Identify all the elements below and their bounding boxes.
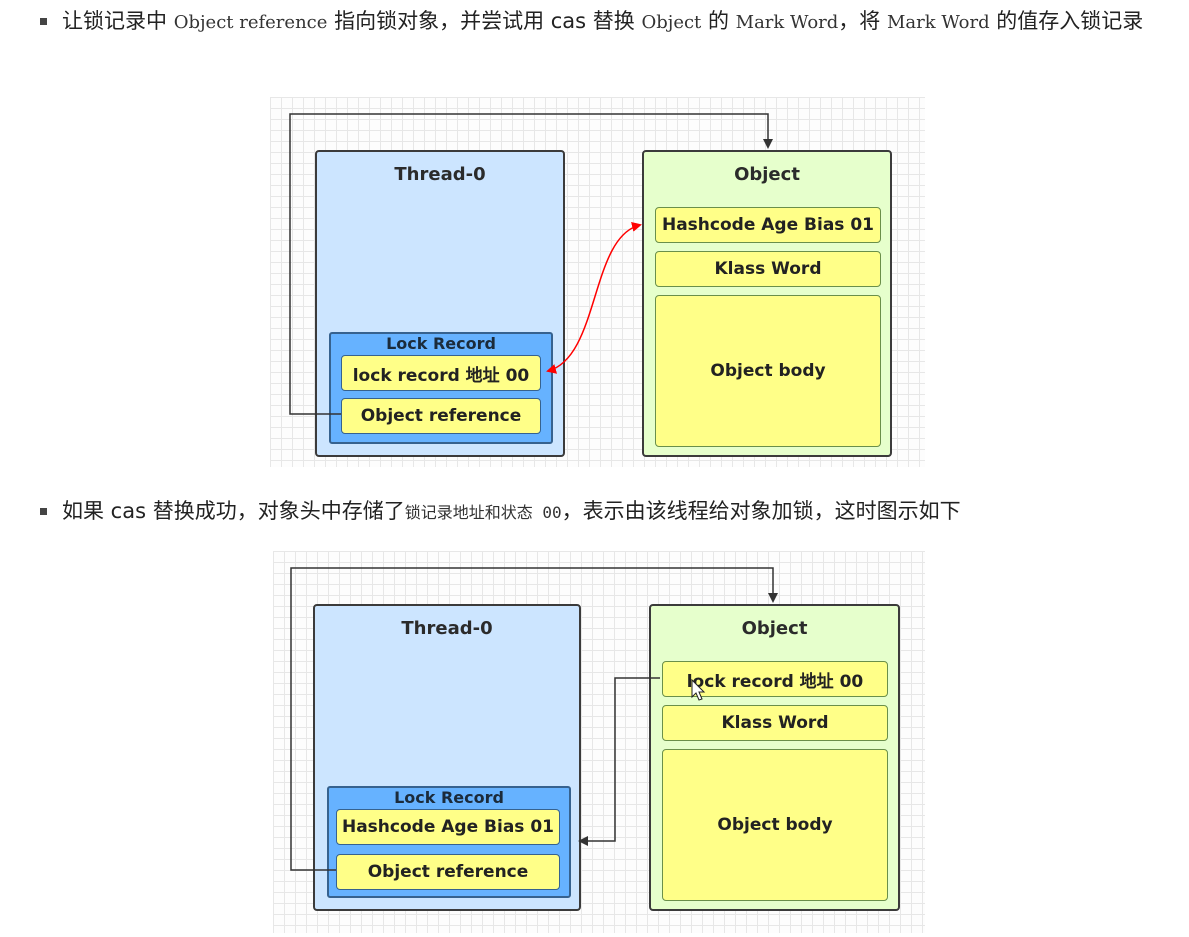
object-body-cell: Object body	[655, 295, 881, 447]
object-title: Object	[741, 618, 808, 639]
term-object: Object	[641, 12, 702, 33]
lock-record-address-cell: lock record 地址 00	[341, 355, 541, 391]
term-object-reference: Object reference	[173, 12, 328, 33]
term-mark-word: Mark Word	[886, 12, 990, 33]
lock-record-hashcode-cell: Hashcode Age Bias 01	[336, 809, 560, 845]
text-segment: 让锁记录中	[62, 9, 174, 33]
bullet-marker	[40, 18, 47, 25]
text-segment: ，将	[838, 9, 887, 33]
mark-word-cell: Hashcode Age Bias 01	[655, 207, 881, 243]
lock-record: Lock Record lock record 地址 00 Object ref…	[329, 332, 553, 444]
lock-record-title: Lock Record	[394, 788, 504, 807]
thread-title: Thread-0	[401, 618, 493, 639]
reference-arrow	[290, 567, 778, 871]
object-body-cell: Object body	[662, 749, 888, 901]
object-reference-cell: Object reference	[341, 398, 541, 434]
object-panel: Object Hashcode Age Bias 01 Klass Word O…	[642, 150, 892, 457]
klass-word-cell: Klass Word	[655, 251, 881, 287]
diagram-lock-record-cas: Thread-0 Lock Record lock record 地址 00 O…	[270, 97, 925, 467]
object-title: Object	[734, 164, 800, 185]
lock-record: Lock Record Hashcode Age Bias 01 Object …	[327, 786, 571, 898]
text-segment: 如果 cas 替换成功，对象头中存储了	[62, 499, 405, 523]
text-segment: 的值存入锁记录	[989, 9, 1144, 33]
object-reference-cell: Object reference	[336, 854, 560, 890]
thread-0-panel: Thread-0 Lock Record lock record 地址 00 O…	[315, 150, 565, 457]
bullet-text: 如果 cas 替换成功，对象头中存储了锁记录地址和状态 00，表示由该线程给对象…	[62, 494, 1169, 530]
bullet-item-1: 让锁记录中 Object reference 指向锁对象，并尝试用 cas 替换…	[40, 4, 1169, 40]
object-panel: Object lock record 地址 00 Klass Word Obje…	[649, 604, 900, 911]
reference-arrow	[289, 113, 773, 415]
thread-0-panel: Thread-0 Lock Record Hashcode Age Bias 0…	[313, 604, 581, 911]
mark-word-pointer-arrow	[578, 677, 660, 846]
bullet-item-2: 如果 cas 替换成功，对象头中存储了锁记录地址和状态 00，表示由该线程给对象…	[40, 494, 1169, 530]
text-segment: 指向锁对象，并尝试用 cas 替换	[327, 9, 642, 33]
term-mark-word: Mark Word	[735, 12, 839, 33]
mouse-cursor-icon	[691, 679, 706, 701]
diagram-arrows	[289, 113, 773, 415]
text-segment: ，表示由该线程给对象加锁，这时图示如下	[561, 499, 961, 523]
diagram-lock-success: Thread-0 Lock Record Hashcode Age Bias 0…	[273, 551, 925, 933]
cas-swap-arrow	[546, 222, 642, 374]
klass-word-cell: Klass Word	[662, 705, 888, 741]
text-segment: 的	[701, 9, 736, 33]
thread-title: Thread-0	[394, 164, 486, 185]
bullet-text: 让锁记录中 Object reference 指向锁对象，并尝试用 cas 替换…	[62, 4, 1169, 40]
inline-code: 锁记录地址和状态 00	[404, 503, 562, 522]
mark-word-cell: lock record 地址 00	[662, 661, 888, 697]
diagram-arrows	[290, 567, 778, 871]
lock-record-title: Lock Record	[386, 334, 496, 353]
bullet-marker	[40, 508, 47, 515]
